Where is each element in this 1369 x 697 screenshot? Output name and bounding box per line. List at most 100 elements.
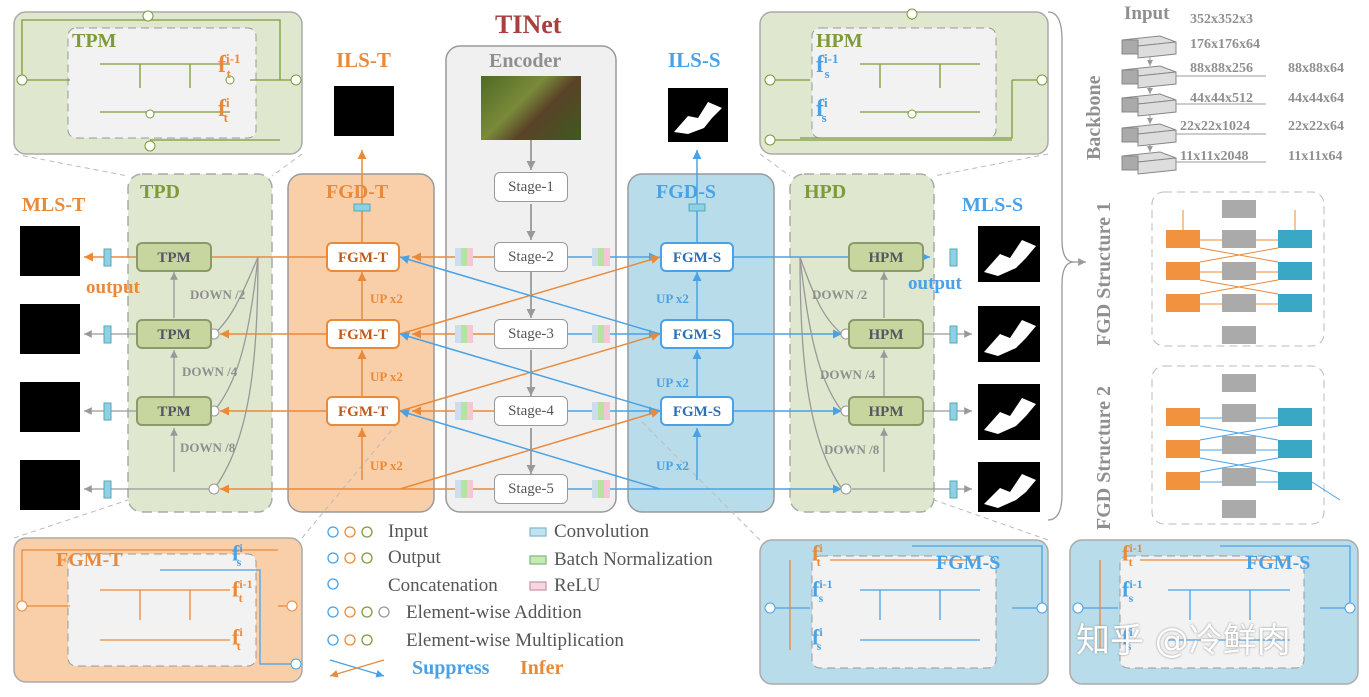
- cbr-blocks: [103, 248, 958, 499]
- legend-input: Input: [388, 521, 429, 542]
- fgms-f1: fit: [812, 540, 823, 569]
- backbone-label: Backbone: [1083, 75, 1105, 160]
- hpm-panel-title: HPM: [816, 30, 863, 52]
- fgms-f2: fi-1s: [812, 576, 833, 605]
- down-label-right-1: DOWN /2: [812, 287, 868, 302]
- mls-t-label: MLS-T: [22, 194, 86, 216]
- watermark: 知乎 @冷鲜肉: [1076, 621, 1291, 661]
- up-label-left-1: UP x2: [370, 291, 403, 306]
- mls-s-mask-1: [978, 226, 1040, 282]
- fgd-s-label: FGD-S: [656, 181, 716, 203]
- legend-conv: Convolution: [554, 521, 650, 542]
- fgm-t-node-1: FGM-T: [326, 242, 400, 272]
- down-label-left-2: DOWN /4: [182, 364, 238, 379]
- conv-block-fgd-t: [353, 203, 371, 212]
- fgm-s-structure2-detail-panel: [1069, 539, 1359, 685]
- output-label-right: output: [908, 273, 962, 294]
- fgm-t-node-3: FGM-T: [326, 396, 400, 426]
- up-label-right-1: UP x2: [656, 291, 689, 306]
- fgms2-f2: fi-1s: [1122, 576, 1143, 605]
- backbone-out-4: 11x11x64: [1288, 149, 1343, 164]
- tpm-node-1: TPM: [136, 242, 212, 272]
- fgmt-f3: fit: [232, 624, 243, 653]
- stage-connections: [220, 252, 842, 494]
- conv-block-fgd-s: [688, 203, 706, 212]
- mls-t-mask-2: [20, 304, 80, 354]
- mls-s-mask-3: [978, 384, 1040, 440]
- fgmt-f2: fi-1t: [232, 576, 253, 605]
- legend-suppress: Suppress: [412, 657, 490, 679]
- mls-t-mask-4: [20, 460, 80, 510]
- encoder-label: Encoder: [489, 50, 562, 72]
- mls-s-mask-4: [978, 462, 1040, 512]
- up-label-left-3: UP x2: [370, 458, 403, 473]
- fgd-structure-1-diagram: [1151, 191, 1325, 347]
- backbone-stack: [1121, 35, 1177, 175]
- legend-output: Output: [388, 547, 441, 568]
- legend-bn: Batch Normalization: [554, 549, 713, 570]
- legend-mult: Element-wise Multiplication: [406, 630, 624, 651]
- hpd-flows: [799, 256, 972, 493]
- hpm-node-3: HPM: [848, 396, 924, 426]
- backbone-out-3: 22x22x64: [1288, 119, 1344, 134]
- stage-3-node: Stage-3: [494, 319, 568, 349]
- fgms-f3: fis: [812, 624, 823, 653]
- tpd-label: TPD: [140, 181, 180, 203]
- up-label-right-3: UP x2: [656, 458, 689, 473]
- backbone-size-1: 352x352x3: [1190, 12, 1253, 27]
- backbone-size-6: 11x11x2048: [1180, 149, 1249, 164]
- legend-icons: [327, 526, 547, 678]
- mls-s-mask-2: [978, 306, 1040, 362]
- stage-2-node: Stage-2: [494, 242, 568, 272]
- backbone-size-4: 44x44x512: [1190, 91, 1253, 106]
- hpm-node-1: HPM: [848, 242, 924, 272]
- backbone-arrows: [1147, 56, 1266, 163]
- mls-t-mask-1: [20, 226, 80, 276]
- tpm-node-3: TPM: [136, 396, 212, 426]
- fgd-structure-2-diagram: [1151, 365, 1341, 525]
- up-label-left-2: UP x2: [370, 369, 403, 384]
- tpm-detail-panel: [13, 10, 303, 155]
- fgm-s-detail-panel: [759, 539, 1049, 685]
- backbone-out-2: 44x44x64: [1288, 91, 1344, 106]
- down-label-left-3: DOWN /8: [180, 440, 236, 455]
- legend-add: Element-wise Addition: [406, 602, 582, 623]
- down-label-right-2: DOWN /4: [820, 367, 876, 382]
- down-label-right-3: DOWN /8: [824, 442, 880, 457]
- fgm-t-node-2: FGM-T: [326, 319, 400, 349]
- hpd-label: HPD: [804, 181, 847, 203]
- output-label-left: output: [86, 277, 140, 298]
- stage-1-node: Stage-1: [494, 172, 568, 202]
- legend-relu: ReLU: [554, 575, 601, 596]
- backbone-size-3: 88x88x256: [1190, 61, 1253, 76]
- fgm-s-node-2: FGM-S: [660, 319, 734, 349]
- fgd-t-label: FGD-T: [326, 181, 389, 203]
- backbone-size-5: 22x22x1024: [1180, 119, 1250, 134]
- fgd-s-flows: [399, 150, 930, 490]
- ils-t-mask: [334, 86, 394, 136]
- diagram-title: TINet: [495, 10, 562, 39]
- fgm-s-node-3: FGM-S: [660, 396, 734, 426]
- mls-t-mask-3: [20, 382, 80, 432]
- legend-infer: Infer: [520, 657, 564, 679]
- hpm-node-2: HPM: [848, 319, 924, 349]
- tpm-f-top: fi-1t: [218, 51, 241, 81]
- ils-s-mask: [668, 88, 728, 142]
- fgm-t-panel-title: FGM-T: [56, 549, 123, 571]
- backbone-size-2: 176x176x64: [1190, 37, 1260, 52]
- fgms2-f1: fi-1t: [1122, 540, 1143, 569]
- stage-5-node: Stage-5: [494, 474, 568, 504]
- fgd-structure-2-label: FGD Structure 2: [1093, 385, 1115, 530]
- fgmt-f1: fis: [232, 540, 243, 569]
- backbone-input-label: Input: [1124, 3, 1170, 24]
- up-label-right-2: UP x2: [656, 375, 689, 390]
- input-image: [481, 76, 581, 140]
- fgd-structure-1-label: FGD Structure 1: [1093, 201, 1115, 346]
- hpm-detail-panel: [759, 8, 1049, 155]
- tpm-f-bot: fit: [218, 95, 230, 125]
- fgm-s-node-1: FGM-S: [660, 242, 734, 272]
- ils-t-label: ILS-T: [336, 48, 391, 72]
- fgm-t-detail-panel: [13, 537, 303, 683]
- legend-concat: Concatenation: [388, 575, 498, 596]
